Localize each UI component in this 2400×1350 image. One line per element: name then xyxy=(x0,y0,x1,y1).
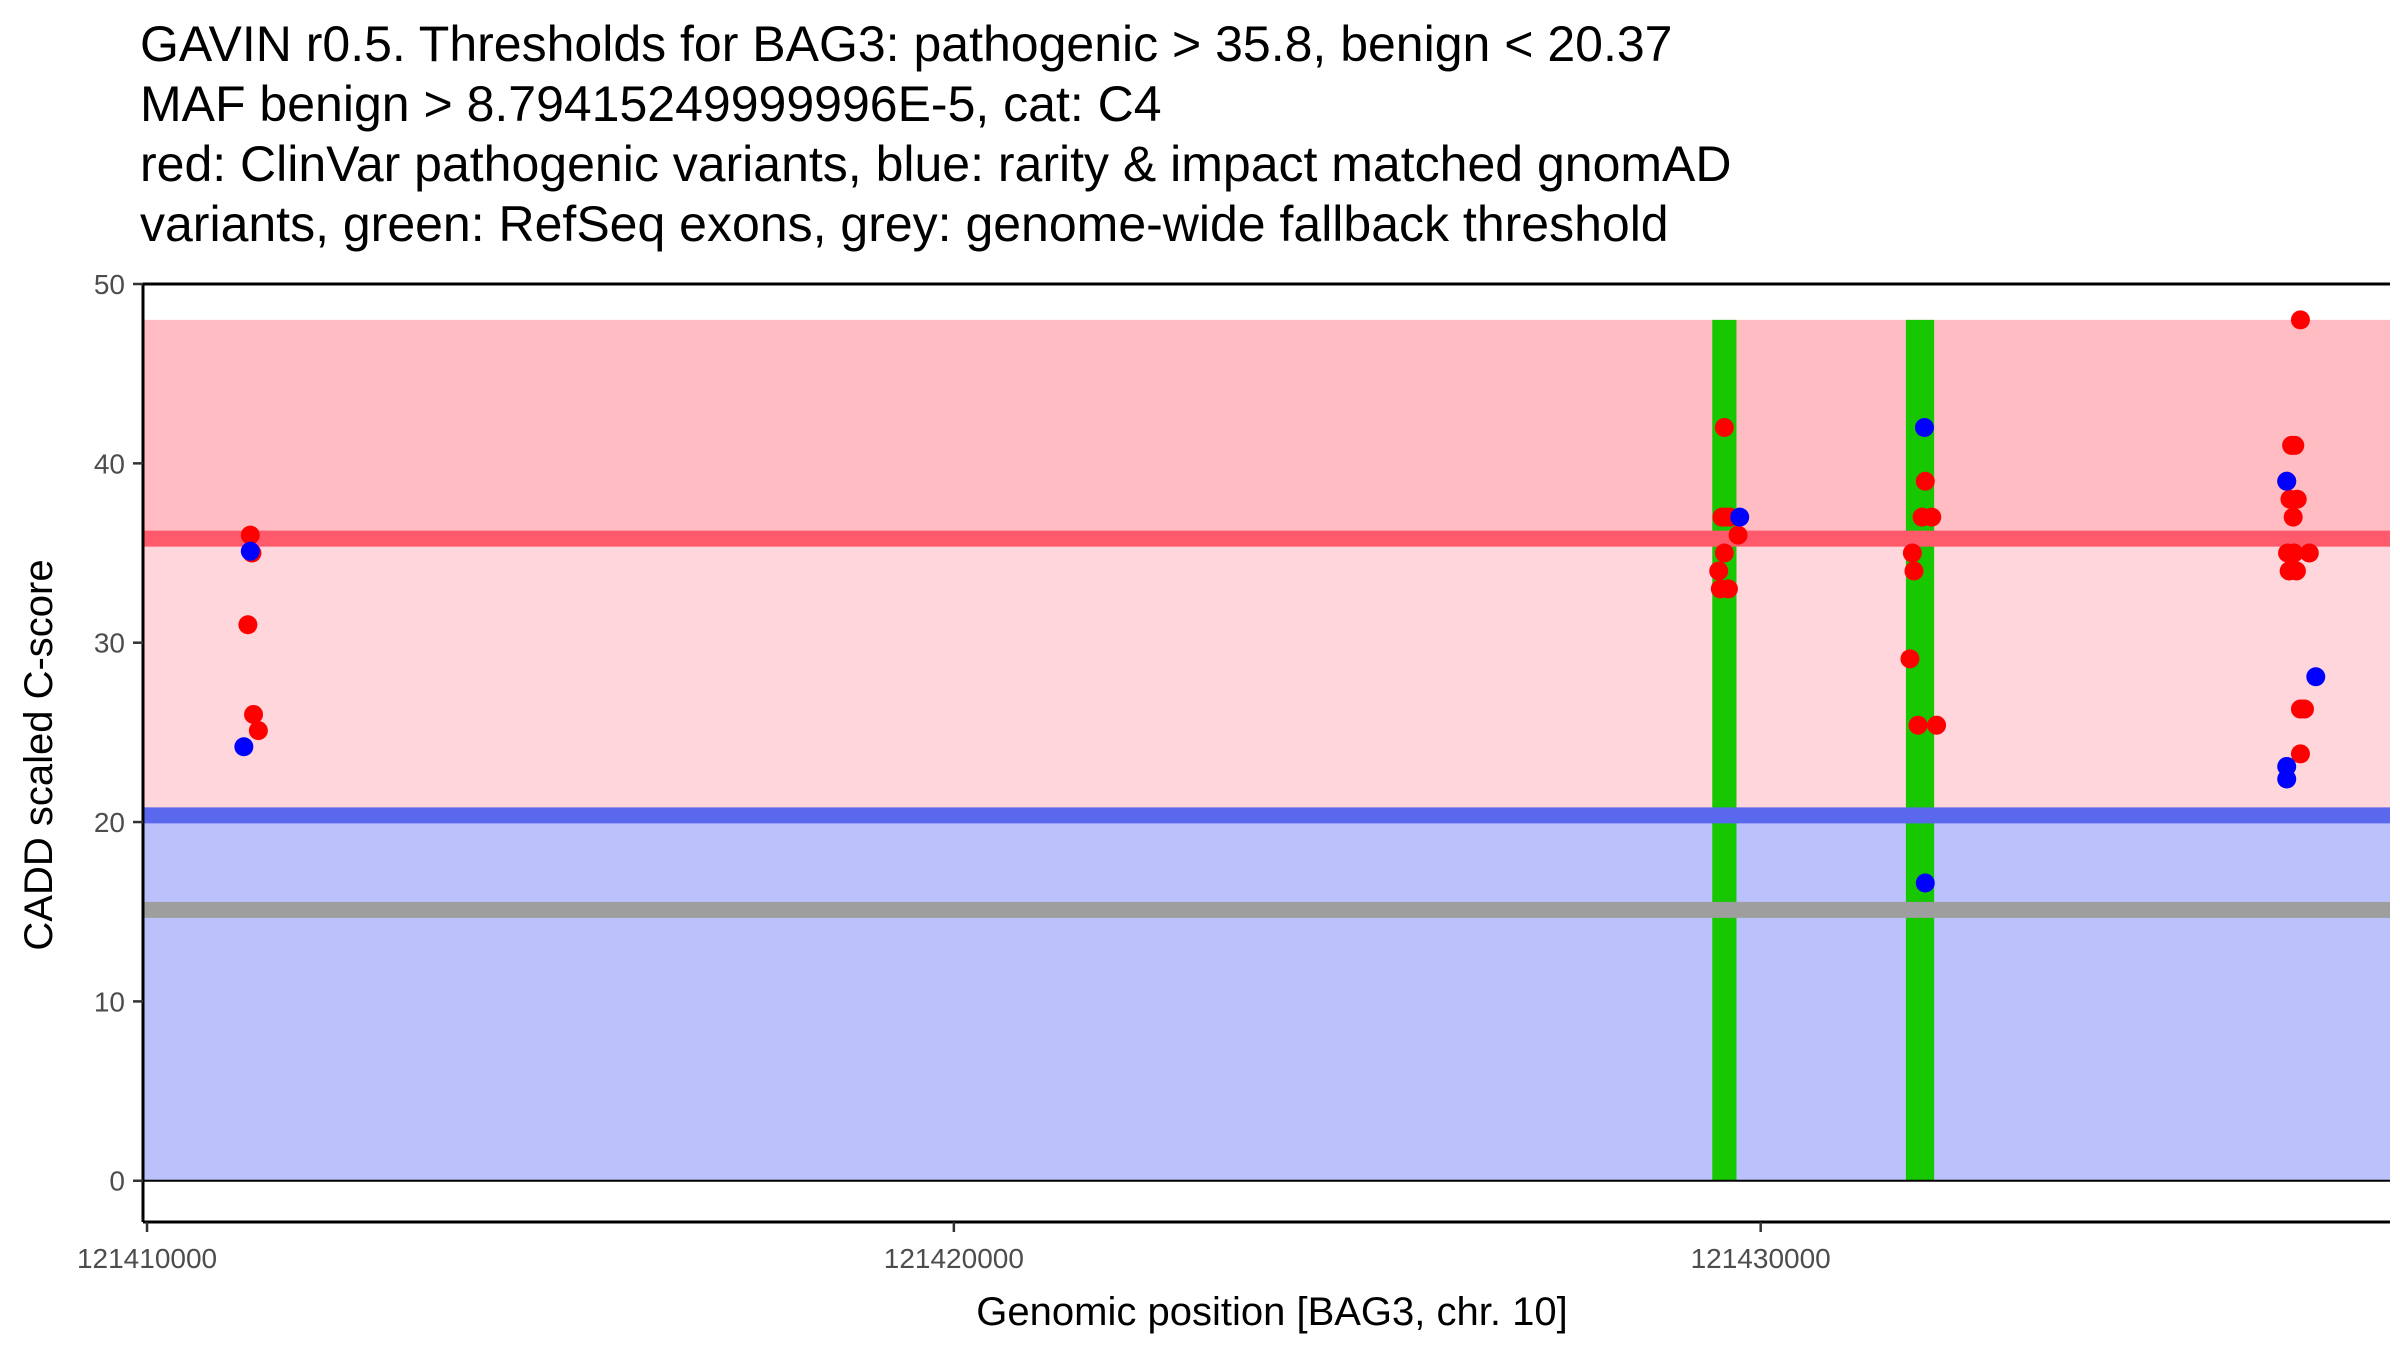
y-axis-title: CADD scaled C-score xyxy=(17,559,61,950)
exon-bars xyxy=(1712,319,1935,1181)
benign-zone xyxy=(143,815,2390,1181)
y-tick-label: 0 xyxy=(109,1166,125,1197)
y-tick-label: 50 xyxy=(94,269,125,300)
clinvar-point xyxy=(1714,543,1734,563)
exon-bar-1 xyxy=(1712,319,1737,1181)
clinvar-point xyxy=(244,704,264,724)
title-line-1: GAVIN r0.5. Thresholds for BAG3: pathoge… xyxy=(140,16,1673,72)
y-tick-label: 30 xyxy=(94,628,125,659)
clinvar-point xyxy=(2286,561,2306,581)
gnomad-point xyxy=(2277,471,2297,491)
clinvar-point xyxy=(2285,435,2305,455)
gnomad-point xyxy=(240,541,260,561)
gnomad-point xyxy=(234,737,254,757)
clinvar-point xyxy=(238,615,258,635)
clinvar-point xyxy=(1904,561,1924,581)
clinvar-point xyxy=(1927,715,1947,735)
intermediate-zone xyxy=(143,538,2390,816)
clinvar-point xyxy=(2280,489,2300,509)
clinvar-point xyxy=(1922,507,1942,527)
title-line-3: red: ClinVar pathogenic variants, blue: … xyxy=(140,136,1732,192)
gnomad-point xyxy=(1915,873,1935,893)
clinvar-point xyxy=(2283,507,2303,527)
gnomad-point xyxy=(2306,667,2326,687)
clinvar-point xyxy=(1915,471,1935,491)
y-tick-label: 10 xyxy=(94,986,125,1017)
x-tick-label: 121420000 xyxy=(884,1243,1024,1274)
clinvar-point xyxy=(1908,715,1928,735)
y-tick-label: 20 xyxy=(94,807,125,838)
gnomad-point xyxy=(2277,769,2297,789)
y-tick-label: 40 xyxy=(94,448,125,479)
clinvar-point xyxy=(2290,310,2310,330)
chart-title: GAVIN r0.5. Thresholds for BAG3: pathoge… xyxy=(140,14,2340,254)
clinvar-point xyxy=(2290,744,2310,764)
threshold-lines xyxy=(143,530,2390,1182)
clinvar-point xyxy=(1714,417,1734,437)
gnomad-point xyxy=(1914,417,1934,437)
clinvar-point xyxy=(2294,699,2314,719)
threshold-zones xyxy=(143,319,2390,1181)
data-points xyxy=(234,310,2326,893)
x-tick-label: 121430000 xyxy=(1691,1243,1831,1274)
gnomad-point xyxy=(1730,507,1750,527)
axes: 0 10 20 30 40 50 121410000 121420000 121430000 xyxy=(77,269,2390,1274)
clinvar-point xyxy=(248,721,268,741)
exon-bar-2 xyxy=(1905,319,1935,1181)
clinvar-point xyxy=(2299,543,2319,563)
title-line-4: variants, green: RefSeq exons, grey: gen… xyxy=(140,196,1669,252)
clinvar-point xyxy=(1716,507,1736,527)
clinvar-point xyxy=(1709,561,1729,581)
clinvar-point xyxy=(1902,543,1922,563)
pathogenic-zone xyxy=(143,319,2390,539)
clinvar-point xyxy=(1718,579,1738,599)
clinvar-point xyxy=(1728,525,1748,545)
x-axis-title: Genomic position [BAG3, chr. 10] xyxy=(976,1290,1567,1334)
clinvar-point xyxy=(1900,649,1920,669)
x-tick-label: 121410000 xyxy=(77,1243,217,1274)
title-line-2: MAF benign > 8.79415249999996E-5, cat: C… xyxy=(140,76,1162,132)
clinvar-point xyxy=(2284,543,2304,563)
clinvar-point xyxy=(240,525,260,545)
